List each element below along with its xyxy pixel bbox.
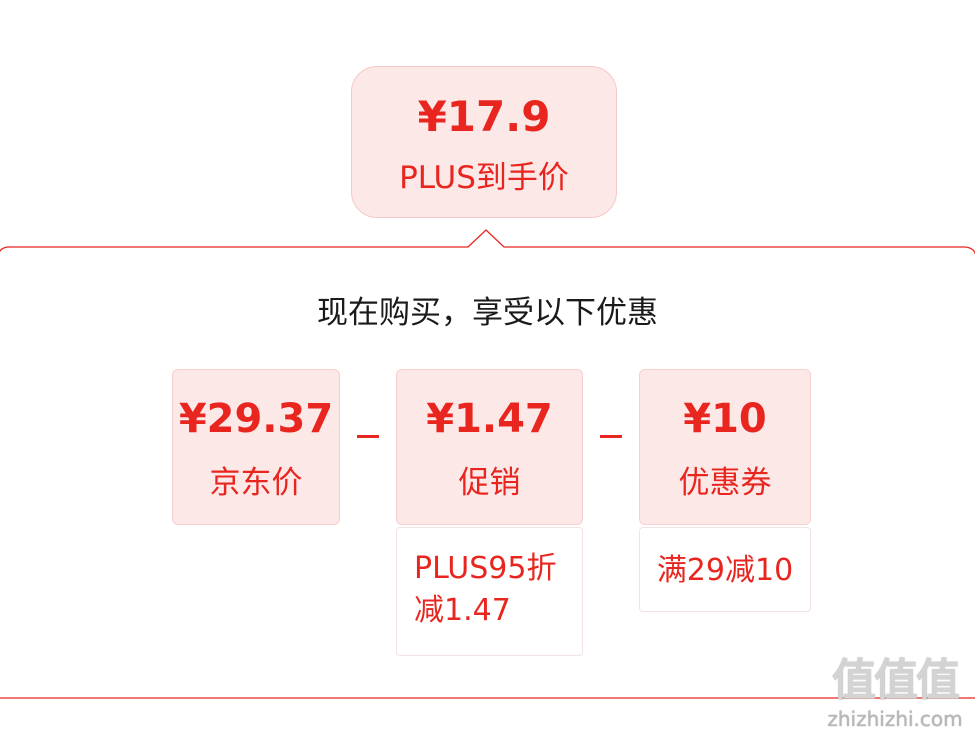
promotion-amount: ¥1.47 <box>426 396 553 442</box>
minus-sign <box>600 435 622 438</box>
coupon-detail: 满29减10 <box>639 527 811 612</box>
promotion-box: ¥1.47 促销 <box>396 369 583 525</box>
minus-sign <box>357 435 379 438</box>
promotion-label: 促销 <box>458 465 521 501</box>
discount-headline: 现在购买，享受以下优惠 <box>317 295 658 331</box>
final-price-amount: ¥17.9 <box>417 92 551 141</box>
coupon-label: 优惠券 <box>678 465 772 501</box>
breakdown-panel-outline <box>0 229 975 699</box>
watermark-logo: 值值值 <box>832 655 960 706</box>
coupon-amount: ¥10 <box>683 396 767 442</box>
final-price-label: PLUS到手价 <box>399 160 569 196</box>
final-price-bubble: ¥17.9 PLUS到手价 <box>351 66 617 218</box>
coupon-box: ¥10 优惠券 <box>639 369 811 525</box>
jd-price-amount: ¥29.37 <box>178 396 334 442</box>
promotion-detail: PLUS95折减1.47 <box>396 527 583 656</box>
site-watermark: 值值值 zhizhizhi.com <box>820 655 970 731</box>
jd-price-box: ¥29.37 京东价 <box>172 369 340 525</box>
watermark-url: zhizhizhi.com <box>827 707 963 731</box>
jd-price-label: 京东价 <box>209 465 303 501</box>
